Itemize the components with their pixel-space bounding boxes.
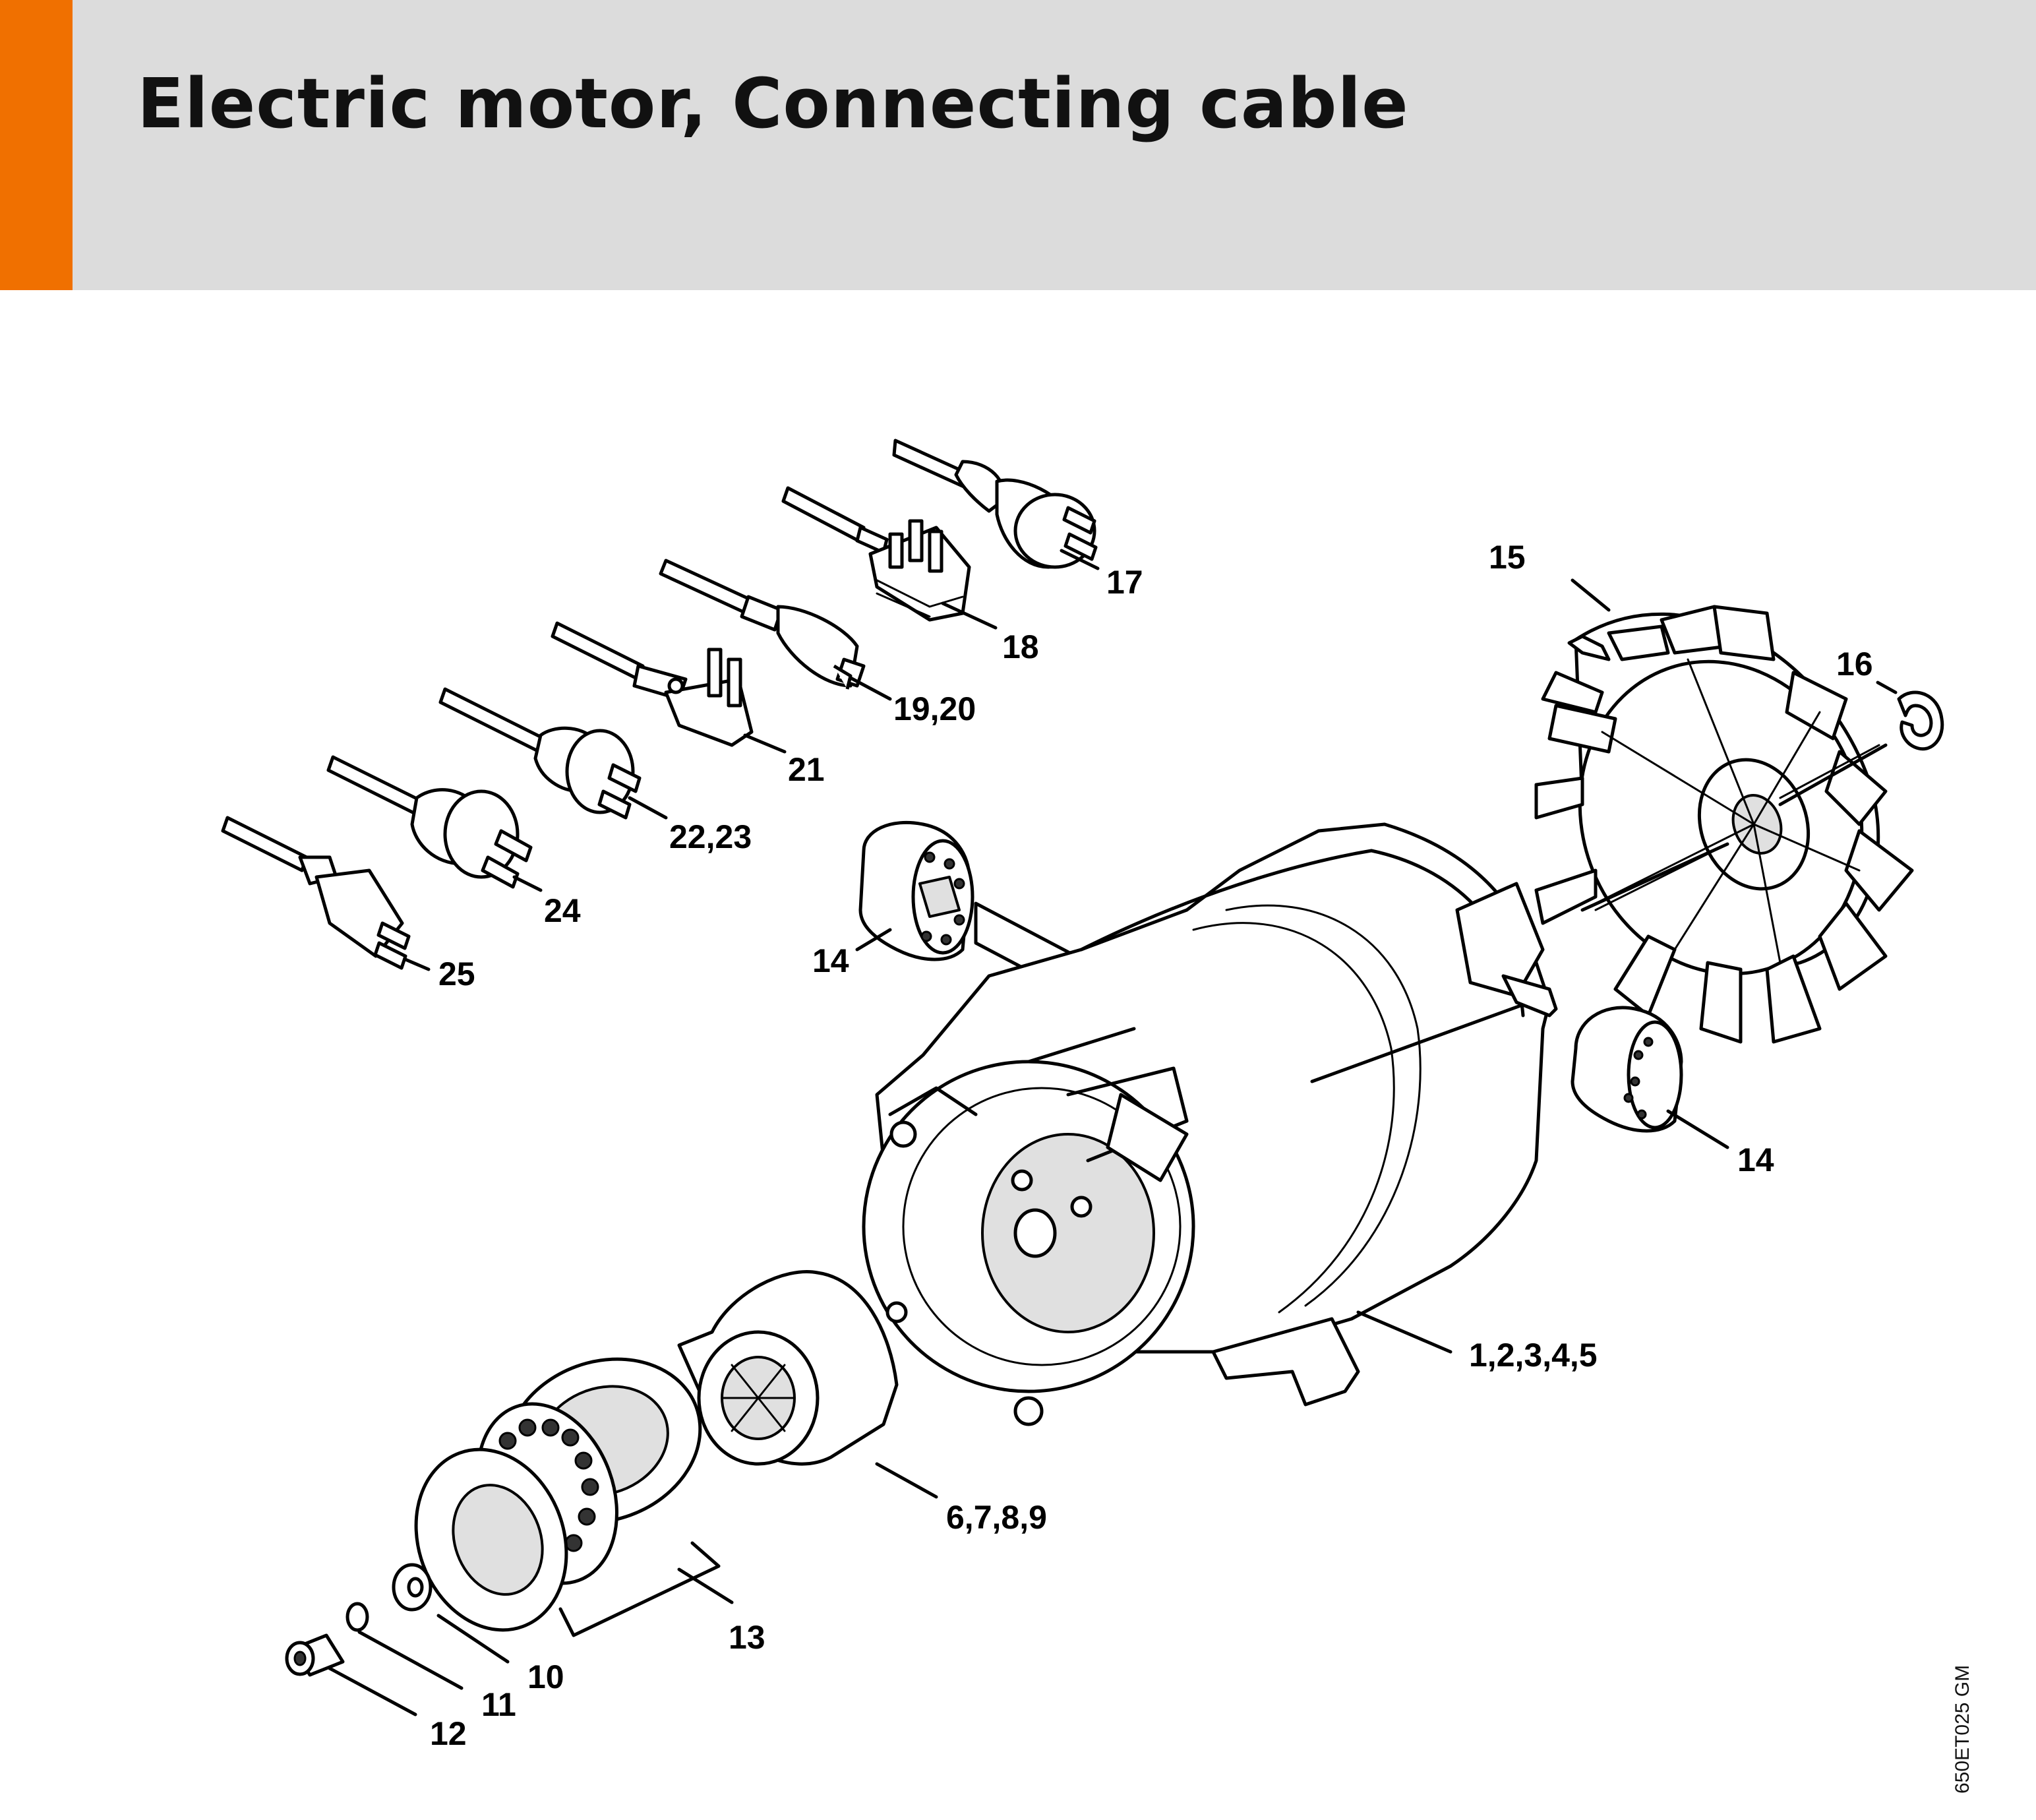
plug-24 <box>326 755 533 889</box>
callout-10: 10 <box>527 1658 564 1695</box>
fan-15 <box>1534 605 1914 1044</box>
circlip-16 <box>1897 690 1944 751</box>
lock-washer <box>345 1602 369 1632</box>
callout-19-20: 19,20 <box>893 690 976 727</box>
callout-6-9: 6,7,8,9 <box>946 1499 1047 1536</box>
page-title: Electric motor, Connecting cable <box>137 63 1409 144</box>
leader-lines <box>328 549 1898 1716</box>
bearing-cap-14-lower <box>1571 1006 1683 1133</box>
callout-11: 11 <box>481 1686 516 1723</box>
plug-22-23 <box>438 687 642 820</box>
callout-14-lower: 14 <box>1737 1141 1774 1178</box>
bearing-cap-14-upper <box>858 820 974 961</box>
callout-15: 15 <box>1489 539 1526 576</box>
callout-17: 17 <box>1106 564 1143 601</box>
plug-17 <box>892 439 1098 569</box>
screw-12 <box>285 1633 345 1677</box>
header-bar <box>0 0 2036 290</box>
plug-25 <box>221 816 411 970</box>
motor-housing <box>862 822 1558 1426</box>
callout-14-upper: 14 <box>812 942 849 979</box>
diagram-reference-code: 650ET025 GM <box>1952 1664 1973 1794</box>
callout-22-23: 22,23 <box>669 818 752 855</box>
callout-25: 25 <box>438 956 475 992</box>
plug-18 <box>781 486 971 622</box>
callout-24: 24 <box>544 892 581 929</box>
thrust-washer-10 <box>414 1447 568 1632</box>
callout-12: 12 <box>430 1715 467 1752</box>
callout-21: 21 <box>788 751 825 788</box>
callout-18: 18 <box>1002 628 1039 665</box>
bearing-cover-6-9 <box>677 1270 899 1466</box>
plug-19-20 <box>659 559 866 690</box>
callout-16: 16 <box>1836 646 1873 682</box>
callout-13: 13 <box>729 1619 765 1656</box>
plug-21 <box>551 621 754 747</box>
header-accent <box>0 0 73 290</box>
callout-1-5: 1,2,3,4,5 <box>1469 1337 1598 1374</box>
washer-11 <box>392 1563 433 1612</box>
